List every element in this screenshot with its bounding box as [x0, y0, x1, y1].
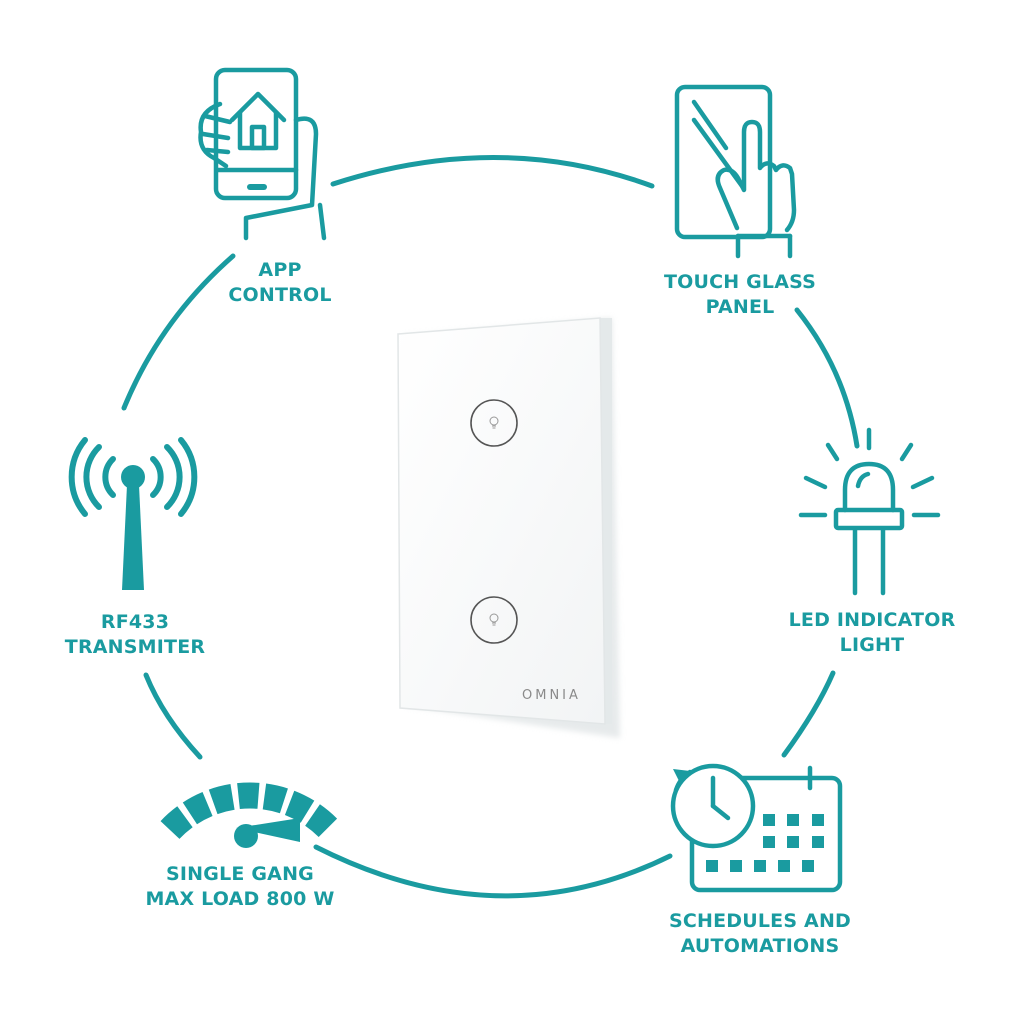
connector-arc-bottom [313, 844, 673, 899]
label-line: LED INDICATOR [788, 609, 956, 631]
connector-arc-top-right [794, 307, 860, 449]
connector-arc-right [781, 670, 836, 758]
label-line: CONTROL [228, 284, 332, 306]
label-line: SINGLE GANG [166, 863, 314, 885]
label-app-control: APP CONTROL [222, 258, 338, 308]
label-schedules-automations: SCHEDULES AND AUTOMATIONS [655, 909, 865, 959]
speedometer-icon [160, 782, 340, 848]
label-touch-glass-panel: TOUCH GLASS PANEL [655, 270, 825, 320]
label-rf433: RF433 TRANSMITER [55, 610, 215, 660]
connector-arc-top [330, 155, 655, 189]
label-line: PANEL [705, 296, 775, 318]
clock-calendar-icon [670, 763, 843, 893]
label-line: RF433 [100, 611, 170, 633]
brand-logo-text: OMNIA [522, 688, 581, 703]
touch-panel-icon [674, 84, 797, 259]
label-line: APP [258, 259, 302, 281]
label-single-gang: SINGLE GANG MAX LOAD 800 W [140, 862, 340, 912]
antenna-icon [68, 437, 198, 590]
led-icon [798, 427, 941, 596]
label-line: TOUCH GLASS [663, 271, 817, 293]
calendar-day-grid [706, 814, 824, 872]
label-line: SCHEDULES AND [668, 910, 852, 932]
bulb-icon [489, 613, 499, 626]
label-line: MAX LOAD 800 W [145, 888, 335, 910]
label-led-indicator-light: LED INDICATOR LIGHT [777, 608, 967, 658]
touch-switch-product [397, 317, 620, 738]
bulb-icon [489, 416, 499, 429]
connector-arc-bottom-left [143, 672, 203, 760]
smartphone-home-icon [198, 67, 327, 241]
switch-button-bottom [470, 596, 518, 644]
label-line: LIGHT [839, 634, 905, 656]
switch-button-top [470, 399, 518, 447]
connector-arc-left [121, 253, 236, 411]
label-line: AUTOMATIONS [680, 935, 840, 957]
connector-ring [121, 155, 860, 899]
switch-glass-panel [397, 317, 606, 725]
label-line: TRANSMITER [64, 636, 206, 658]
